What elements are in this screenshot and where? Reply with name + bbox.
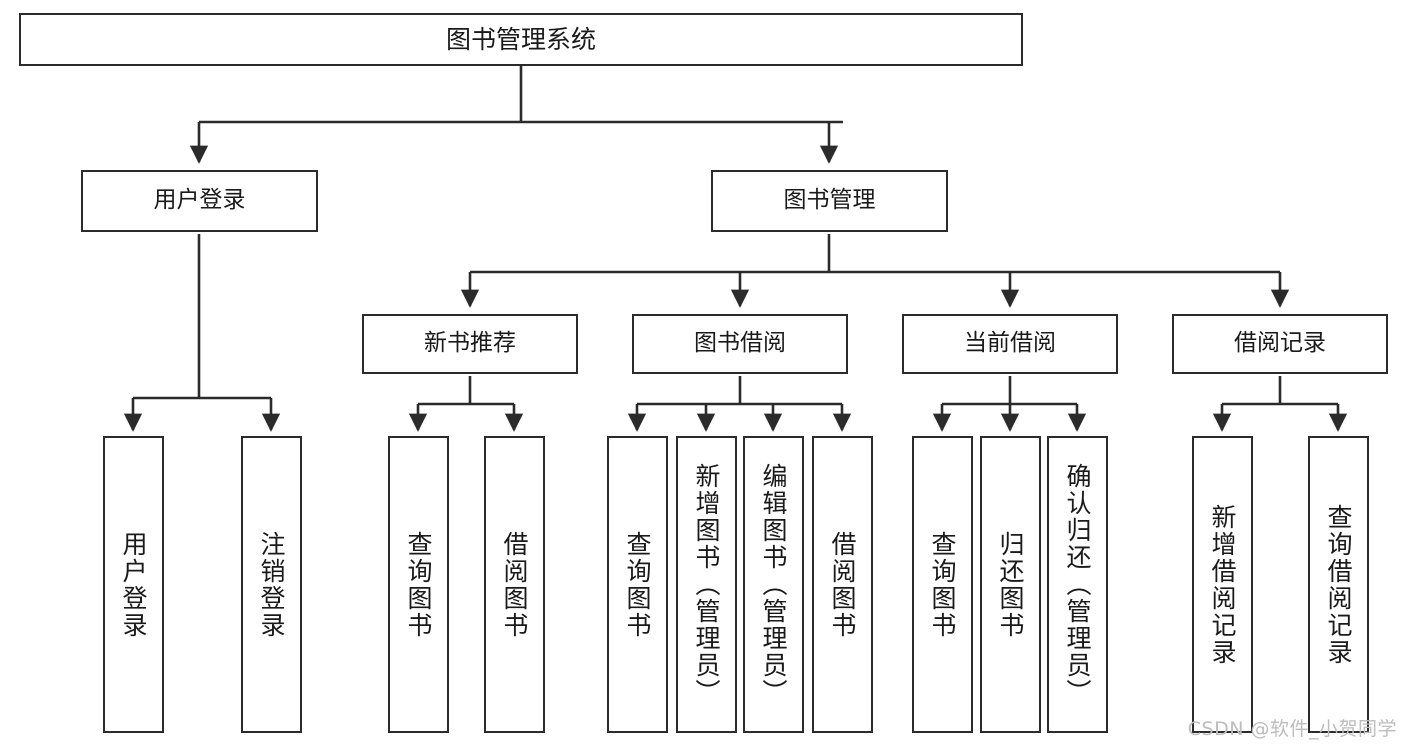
node-label: 图书管理 — [783, 187, 876, 214]
node-label: 用户登录 — [119, 530, 148, 639]
leaf-query-book-3[interactable]: 查询图书 — [912, 436, 973, 733]
leaf-edit-book[interactable]: 编辑图书（管理员） — [743, 436, 804, 733]
node-label: 借阅图书 — [500, 530, 529, 639]
leaf-confirm-return[interactable]: 确认归还（管理员） — [1047, 436, 1108, 733]
node-label: 用户登录 — [153, 187, 246, 214]
node-label: 新增借阅记录 — [1208, 503, 1237, 666]
node-label: 图书管理系统 — [445, 24, 596, 54]
node-book-management[interactable]: 图书管理 — [711, 170, 948, 232]
leaf-add-book[interactable]: 新增图书（管理员） — [676, 436, 737, 733]
node-label: 当前借阅 — [964, 330, 1056, 357]
leaf-query-record[interactable]: 查询借阅记录 — [1308, 436, 1369, 733]
node-label: 编辑图书（管理员） — [759, 463, 788, 706]
node-label: 借阅记录 — [1234, 330, 1326, 357]
node-label: 查询借阅记录 — [1324, 503, 1353, 666]
leaf-return-book[interactable]: 归还图书 — [980, 436, 1041, 733]
node-user-login[interactable]: 用户登录 — [81, 170, 318, 232]
node-label: 借阅图书 — [828, 530, 857, 639]
node-current-borrow[interactable]: 当前借阅 — [902, 314, 1118, 374]
node-label: 图书借阅 — [694, 330, 786, 357]
leaf-borrow-book-1[interactable]: 借阅图书 — [484, 436, 545, 733]
node-label: 查询图书 — [928, 530, 957, 639]
leaf-query-book-2[interactable]: 查询图书 — [607, 436, 668, 733]
node-label: 注销登录 — [257, 530, 286, 639]
node-label: 查询图书 — [404, 530, 433, 639]
watermark-text: CSDN @软件_小贺同学 — [1187, 718, 1397, 740]
leaf-query-book-1[interactable]: 查询图书 — [388, 436, 449, 733]
node-book-borrow[interactable]: 图书借阅 — [632, 314, 848, 374]
node-label: 确认归还（管理员） — [1063, 463, 1092, 706]
node-label: 新增图书（管理员） — [692, 463, 721, 706]
leaf-add-record[interactable]: 新增借阅记录 — [1192, 436, 1253, 733]
leaf-user-login[interactable]: 用户登录 — [103, 436, 164, 733]
node-label: 新书推荐 — [424, 330, 516, 357]
node-label: 归还图书 — [996, 530, 1025, 639]
node-new-book-recommend[interactable]: 新书推荐 — [362, 314, 578, 374]
node-borrow-record[interactable]: 借阅记录 — [1172, 314, 1388, 374]
node-root-system[interactable]: 图书管理系统 — [19, 13, 1023, 66]
leaf-logout-login[interactable]: 注销登录 — [241, 436, 302, 733]
node-label: 查询图书 — [623, 530, 652, 639]
leaf-borrow-book-2[interactable]: 借阅图书 — [812, 436, 873, 733]
